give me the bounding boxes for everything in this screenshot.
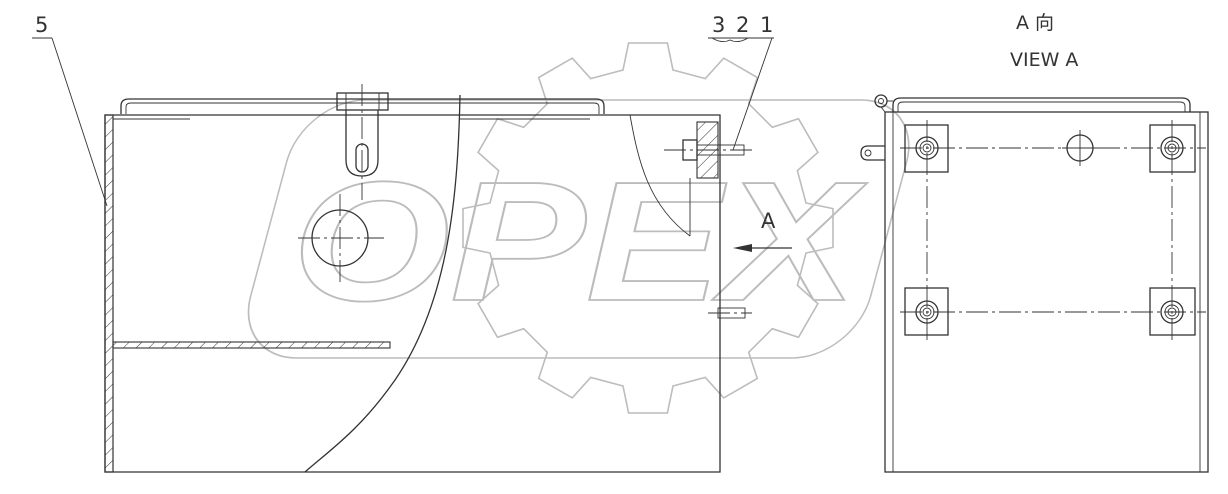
shelf-section	[112, 341, 391, 349]
hinge-pin-top-inner	[878, 98, 884, 104]
break-line-left	[304, 94, 461, 473]
parts-group-bracket	[711, 37, 749, 43]
left-wall-section	[104, 114, 114, 473]
handle-bar	[120, 98, 605, 114]
watermark-logo-text: OPEX	[292, 147, 867, 337]
view-title-cn: A 向	[1016, 12, 1054, 34]
latch-pin	[860, 145, 885, 161]
latch-tab	[345, 110, 379, 177]
hinge-pin-top	[874, 94, 888, 108]
view-a: A 向 VIEW A	[860, 12, 1209, 473]
view-title-en: VIEW A	[1010, 49, 1078, 71]
part-label-5: 5	[35, 13, 48, 37]
front-view: A 5 3 2 1	[32, 13, 792, 473]
view-a-handle	[892, 97, 1191, 112]
view-arrow-label: A	[761, 209, 776, 233]
break-line-right	[629, 114, 691, 237]
hinge-pin-top-stem	[880, 106, 886, 113]
watermark-logo: OPEX	[247, 42, 910, 414]
mount-pad	[1149, 287, 1196, 336]
parts-leader	[732, 37, 773, 151]
watermark-gear-icon	[462, 42, 834, 414]
latch-slot	[355, 143, 369, 173]
mount-pad	[904, 287, 949, 336]
part-label-1: 1	[760, 13, 773, 37]
part-label-2: 2	[736, 13, 749, 37]
watermark-band	[247, 99, 910, 359]
hinge-block	[336, 92, 389, 111]
mount-pad	[904, 124, 949, 173]
part-label-3: 3	[712, 13, 725, 37]
view-a-handle-inner	[897, 101, 1186, 112]
mount-pad	[1149, 124, 1196, 173]
view-a-outline	[884, 111, 1209, 473]
handle-bar-inner	[125, 102, 600, 114]
part-5-leader	[51, 37, 108, 207]
view-arrow-head	[733, 244, 752, 252]
latch-pin-hole	[864, 149, 872, 157]
